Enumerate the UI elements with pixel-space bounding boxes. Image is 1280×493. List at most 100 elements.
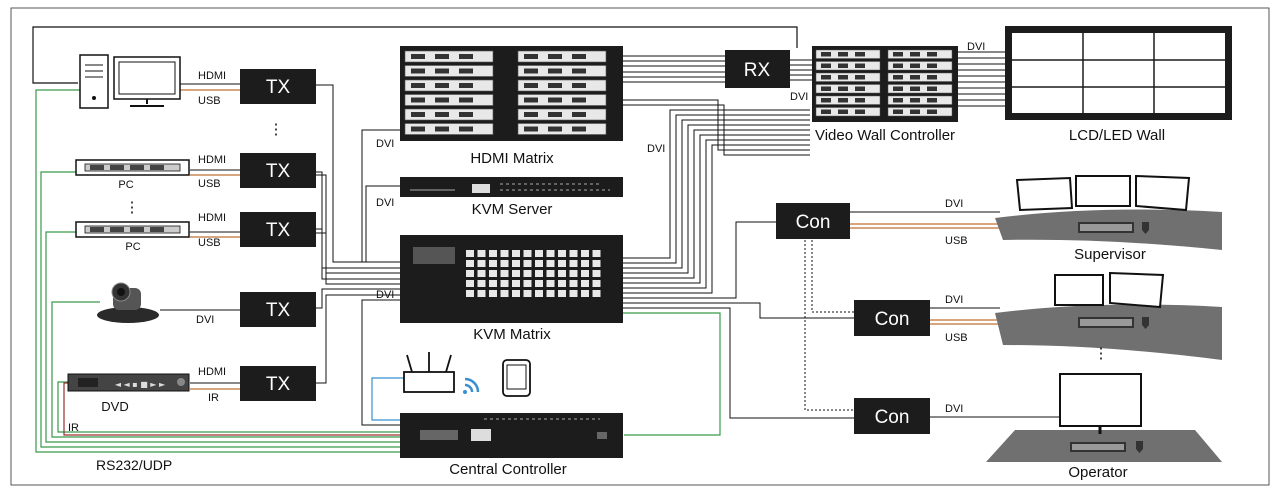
wall-card-port <box>821 98 831 103</box>
lcd-led-wall-label: LCD/LED Wall <box>1069 127 1165 144</box>
matrix-card-port <box>524 126 538 132</box>
matrix-card-port <box>411 126 425 132</box>
matrix-card-port <box>572 126 586 132</box>
matrix-card-port <box>411 68 425 74</box>
matrix-card-port <box>459 126 473 132</box>
kvm-port <box>592 290 601 297</box>
rs232-label: RS232/UDP <box>96 457 172 473</box>
kvm-port <box>581 260 589 267</box>
hdmi-label-2: HDMI <box>198 154 226 166</box>
matrix-card-port <box>524 112 538 117</box>
wall-card-port <box>855 63 865 68</box>
wall-card-port <box>821 75 831 80</box>
kvm-server-device <box>400 177 623 197</box>
kvm-port <box>569 250 578 257</box>
wall-card-port <box>893 86 903 91</box>
kvm-port <box>512 290 520 297</box>
kvm-matrix-label: KVM Matrix <box>473 326 551 343</box>
dvi-label-wall: DVI <box>967 41 985 53</box>
kvm-con-cables <box>623 221 854 419</box>
kvm-port <box>581 250 589 257</box>
dvi-label-con-1: DVI <box>945 198 963 210</box>
lcd-led-wall-icon <box>1005 26 1232 120</box>
router-link <box>371 377 404 421</box>
kvm-port <box>466 250 474 257</box>
kvm-port <box>500 290 509 297</box>
kvm-port <box>489 250 497 257</box>
kvm-port <box>569 280 578 287</box>
con-label-3: Con <box>875 407 910 428</box>
kvm-port <box>592 260 601 267</box>
tx-label-3: TX <box>266 220 291 241</box>
wall-card-port <box>855 86 865 91</box>
wall-card-port <box>821 86 831 91</box>
tx-label-5: TX <box>266 374 291 395</box>
desk-ellipsis: ⋮ <box>1094 345 1109 362</box>
matrix-card-port <box>548 68 562 74</box>
matrix-card-port <box>411 83 425 88</box>
hdmi-label-3: HDMI <box>198 212 226 224</box>
source-tx-cables <box>160 83 240 384</box>
tx-box-4: TX <box>240 292 316 327</box>
central-controller-label: Central Controller <box>449 461 567 478</box>
central-controller-device <box>400 413 623 458</box>
kvm-port <box>500 260 509 267</box>
wall-card-port <box>855 75 865 80</box>
tx-label-1: TX <box>266 77 291 98</box>
matrix-card-port <box>411 97 425 103</box>
kvm-port <box>466 290 474 297</box>
kvm-port <box>523 280 532 287</box>
matrix-card-port <box>411 112 425 117</box>
rs232-lines <box>35 89 721 453</box>
wall-card-port <box>893 109 903 114</box>
tx-label-2: TX <box>266 161 291 182</box>
kvm-port <box>500 270 509 277</box>
wall-cables <box>958 51 1005 107</box>
kvm-matrix-device <box>400 235 623 323</box>
kvm-port <box>466 280 474 287</box>
matrix-card-port <box>435 68 449 74</box>
matrix-card-port <box>548 83 562 88</box>
matrix-card-port <box>435 126 449 132</box>
kvm-port <box>489 260 497 267</box>
wall-card-port <box>821 52 831 57</box>
matrix-card-port <box>572 112 586 117</box>
matrix-card-port <box>459 97 473 103</box>
matrix-card-port <box>459 68 473 74</box>
operator-label: Operator <box>1068 464 1127 481</box>
matrix-card-port <box>524 68 538 74</box>
usb-label-con-2: USB <box>945 332 968 344</box>
wall-card-port <box>910 75 920 80</box>
wall-card-port <box>910 109 920 114</box>
kvm-port <box>489 280 497 287</box>
tx-label-4: TX <box>266 300 291 321</box>
kvm-port <box>558 270 566 277</box>
usb-label-1: USB <box>198 95 221 107</box>
wall-card-port <box>838 52 848 57</box>
dvi-label-matrix-out: DVI <box>647 143 665 155</box>
video-wall-controller-device <box>812 46 958 122</box>
hdmi-matrix-label: HDMI Matrix <box>470 150 554 167</box>
kvm-port <box>489 290 497 297</box>
tx-matrix-cables <box>316 84 400 426</box>
matrix-card-port <box>435 112 449 117</box>
kvm-port <box>535 280 543 287</box>
kvm-port <box>581 270 589 277</box>
matrix-rx-cables <box>623 55 812 83</box>
dvi-label-hdmi-matrix: DVI <box>376 138 394 150</box>
kvm-port <box>581 290 589 297</box>
wall-card-port <box>893 98 903 103</box>
pc-rack-icon-1 <box>75 159 190 176</box>
matrix-card-port <box>524 83 538 88</box>
wall-card-port <box>855 52 865 57</box>
kvm-port <box>592 280 601 287</box>
pc-rack-icon-2 <box>75 221 190 238</box>
operator-desk-icon <box>986 373 1222 462</box>
video-wall-controller-label: Video Wall Controller <box>815 127 955 144</box>
source-ellipsis: ⋮ <box>125 199 140 216</box>
kvm-port <box>592 270 601 277</box>
tx-box-1: TX <box>240 69 316 104</box>
wifi-icon <box>463 377 480 394</box>
